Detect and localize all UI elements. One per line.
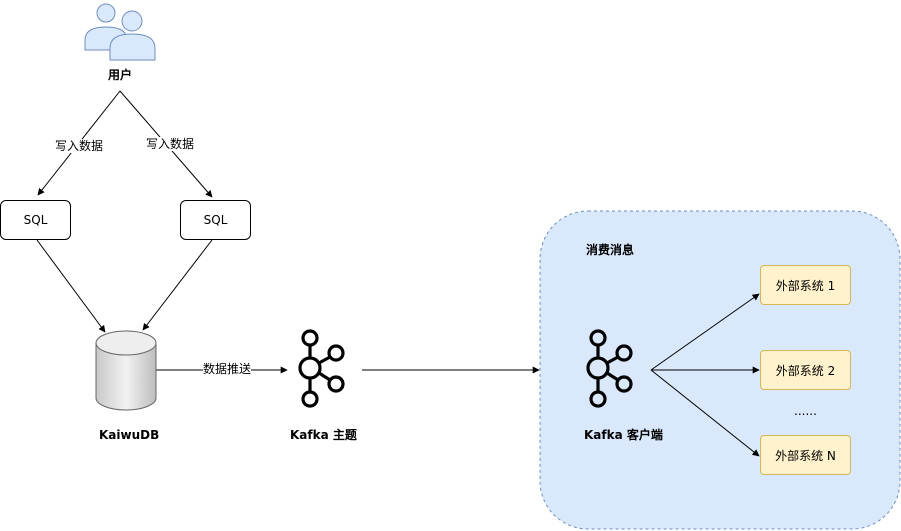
edge-label-write-right: 写入数据 [146,137,195,151]
edge-client-to-system-n [650,369,760,457]
kafka-icon [298,329,345,408]
kafka-client-label: Kafka 客户端 [584,428,663,442]
sql-box-left[interactable]: SQL [0,200,71,240]
kafka-client-icon [586,329,633,408]
edge-label-push: 数据推送 [203,362,252,376]
edge-label-write-left: 写入数据 [55,139,104,153]
kafka-topic-label: Kafka 主题 [290,428,357,442]
edge-client-to-system-1 [650,293,760,371]
consumer-group-title: 消费消息 [586,243,635,257]
external-system-2[interactable]: 外部系统 2 [760,350,851,390]
edge-sql-right-to-db [142,239,213,331]
database-label: KaiwuDB [99,428,160,442]
external-system-n[interactable]: 外部系统 N [760,435,851,475]
users-icon [84,3,156,61]
user-label: 用户 [108,68,133,82]
external-system-1[interactable]: 外部系统 1 [760,265,851,305]
sql-box-right[interactable]: SQL [180,200,251,240]
ellipsis-label: ...... [794,404,817,418]
database-icon [95,330,157,411]
edge-sql-left-to-db [36,239,106,333]
